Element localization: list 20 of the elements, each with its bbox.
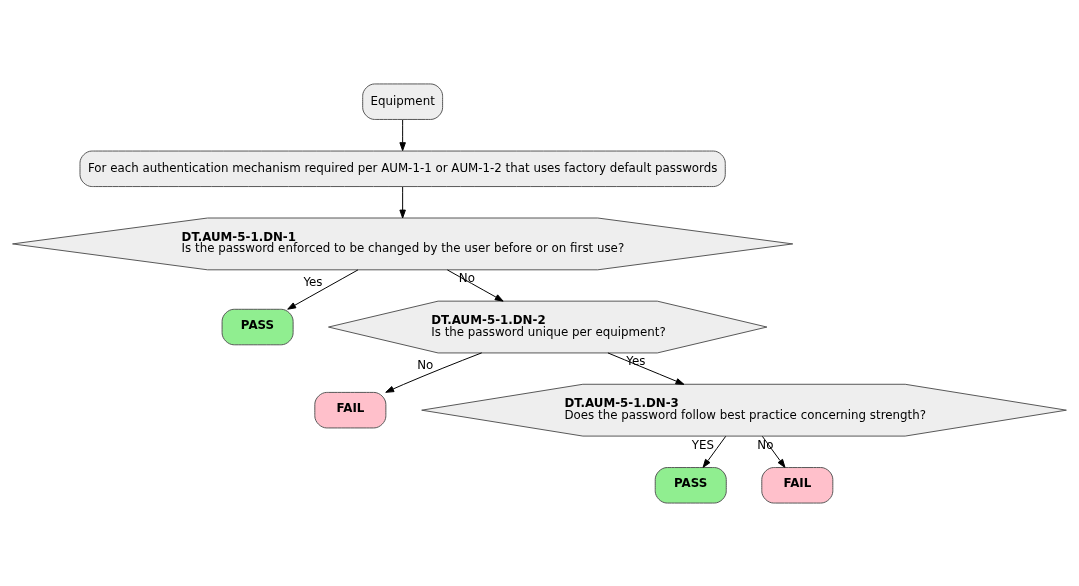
- edge-label: No: [757, 437, 774, 452]
- arrow: [399, 118, 406, 151]
- edge-label: Yes: [303, 274, 323, 289]
- node-box: PASS: [221, 308, 294, 345]
- edge-label: No: [458, 270, 475, 285]
- node-box: For each authentication mechanism required per AUM-1-1 or AUM-1-2 that uses factory default passwords: [79, 150, 726, 187]
- arrow: [287, 268, 359, 310]
- node-box: FAIL: [314, 391, 387, 428]
- arrow: [399, 185, 406, 218]
- edge-label: Yes: [626, 353, 646, 368]
- arrow: [607, 351, 685, 385]
- edge-label: YES: [691, 437, 715, 452]
- arrow: [385, 351, 483, 393]
- arrow: [446, 268, 504, 302]
- node-box: PASS: [654, 466, 727, 504]
- edge-label: No: [417, 357, 434, 372]
- node-box: FAIL: [761, 466, 834, 504]
- node-box: Equipment: [362, 82, 444, 120]
- arrow: [702, 435, 727, 468]
- arrow: [761, 435, 786, 468]
